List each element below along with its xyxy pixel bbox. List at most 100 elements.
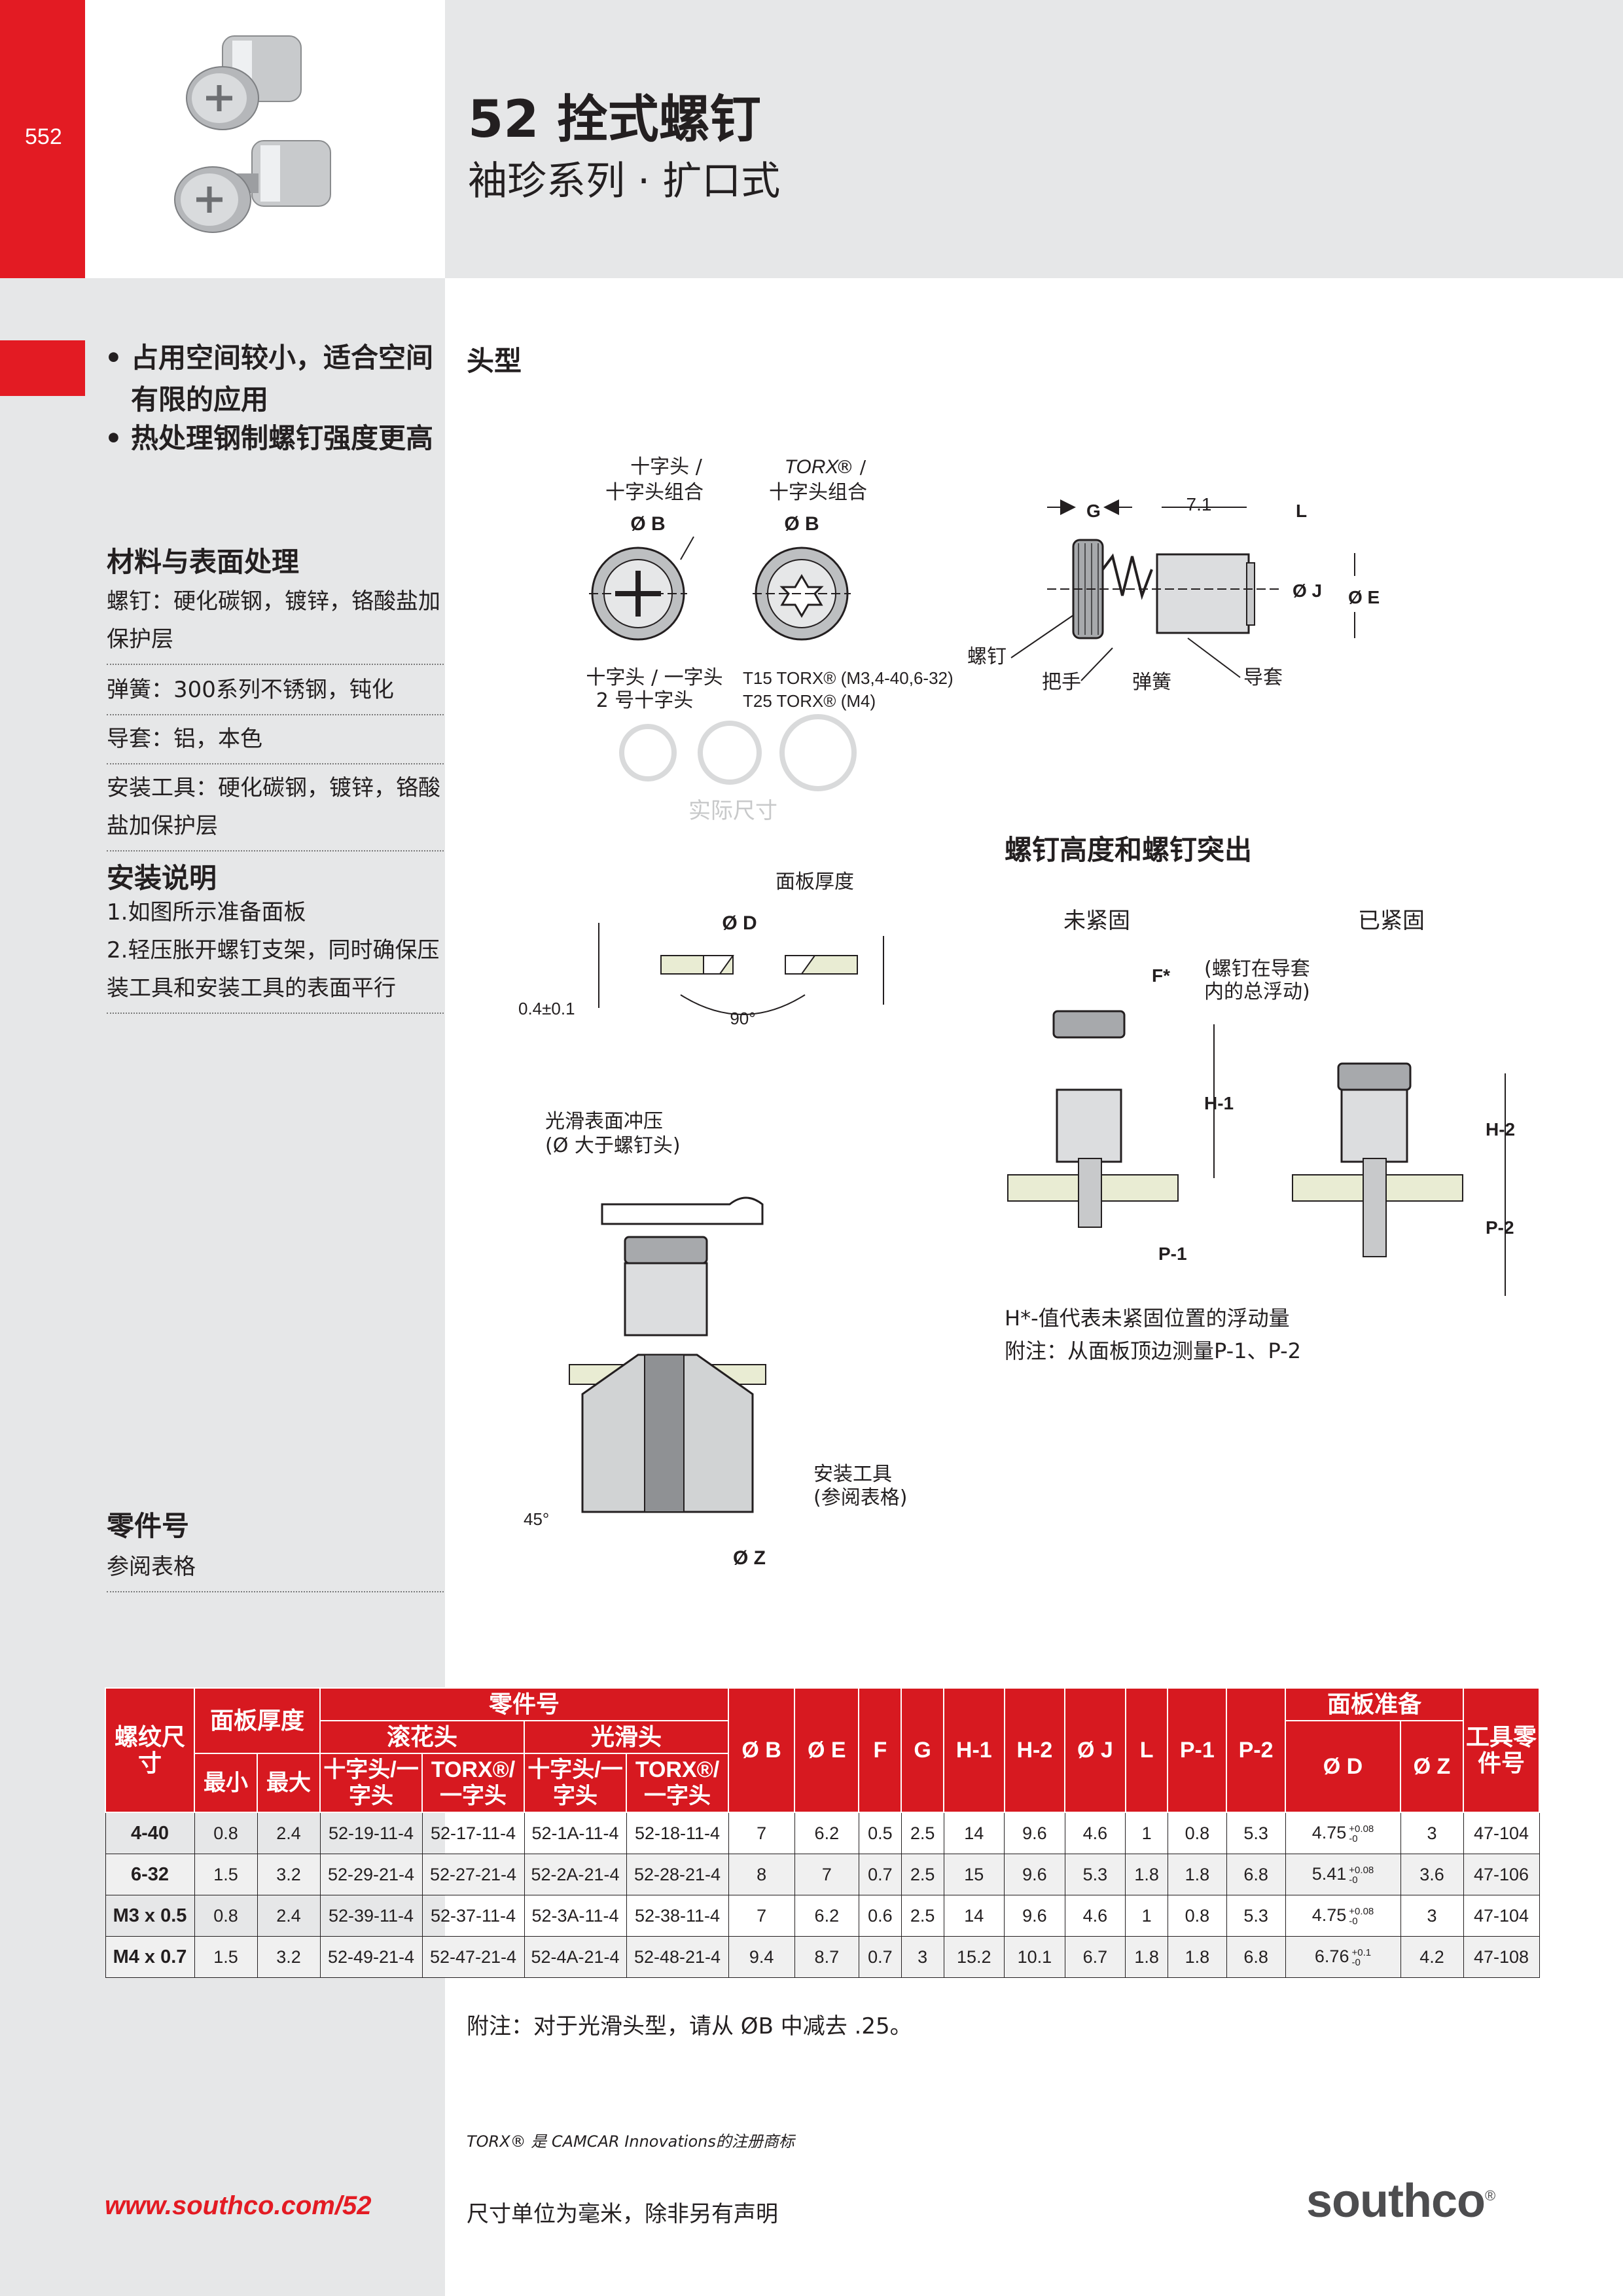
feature-item: •占用空间较小，适合空间有限的应用 [105,342,434,416]
col-smooth-torx: TORX®/一字头 [626,1753,729,1813]
col-smooth-cross: 十字头/一字头 [524,1753,627,1813]
svg-text:把手: 把手 [1042,671,1081,694]
svg-text:L: L [1296,501,1307,521]
col-P2: P-2 [1226,1687,1286,1813]
svg-text:7.1: 7.1 [1186,494,1212,514]
svg-text:2 号十字头: 2 号十字头 [596,689,694,712]
col-min: 最小 [194,1753,258,1813]
col-L: L [1124,1687,1169,1813]
col-knurled-cross: 十字头/一字头 [319,1753,423,1813]
svg-text:十字头 /: 十字头 / [630,456,703,478]
svg-text:T25 TORX® (M4): T25 TORX® (M4) [743,691,876,711]
red-feature-marker [0,340,85,396]
col-panel-prep: 面板准备 [1285,1687,1464,1721]
fastener-upper-image [186,35,302,130]
svg-text:面板厚度: 面板厚度 [776,870,854,893]
svg-text:实际尺寸: 实际尺寸 [688,798,777,824]
col-E: Ø E [794,1687,860,1813]
install-heading: 安装说明 [107,862,217,894]
height-protrusion-section: 螺钉高度和螺钉突出 未紧固 已紧固 F* (螺钉在导套 内的总浮动) H-1 P… [1005,834,1515,1363]
svg-text:内的总浮动): 内的总浮动) [1204,980,1310,1003]
product-image [85,0,445,278]
svg-text:H-2: H-2 [1486,1119,1515,1139]
material-item: 弹簧：300系列不锈钢，钝化 [107,671,444,715]
svg-text:Ø B: Ø B [630,513,665,535]
svg-text:90°: 90° [730,1009,755,1028]
material-item: 导套：铝，本色 [107,720,444,764]
svg-text:十字头组合: 十字头组合 [605,481,704,504]
svg-text:附注：从面板顶边测量P-1、P-2: 附注：从面板顶边测量P-1、P-2 [1005,1338,1301,1363]
svg-text:G: G [1086,501,1101,521]
svg-text:安装工具: 安装工具 [813,1463,892,1486]
svg-text:未紧固: 未紧固 [1063,908,1130,934]
installation-tool-drawing: 光滑表面冲压 (Ø 大于螺钉头) 安装工具 (参阅表格) 45° Ø Z [524,1110,907,1569]
svg-text:TORX: TORX [785,456,840,478]
col-P1: P-1 [1167,1687,1228,1813]
col-J: Ø J [1064,1687,1126,1813]
svg-text:Ø E: Ø E [1348,587,1380,607]
svg-text:十字头 / 一字头: 十字头 / 一字头 [586,666,722,689]
material-item: 安装工具：硬化碳钢，镀锌，铬酸盐加保护层 [107,769,444,852]
svg-text:T15 TORX® (M3,4-40,6-32): T15 TORX® (M3,4-40,6-32) [743,668,954,688]
svg-text:螺钉高度和螺钉突出: 螺钉高度和螺钉突出 [1005,834,1252,866]
svg-text:P-2: P-2 [1486,1217,1514,1238]
col-thread: 螺纹尺寸 [105,1687,195,1813]
svg-text:F*: F* [1152,965,1170,986]
specification-table: 螺纹尺寸 面板厚度 零件号 Ø B Ø E F G H-1 H-2 Ø J L … [105,1687,1540,1978]
svg-text:Ø D: Ø D [722,912,757,934]
materials-heading: 材料与表面处理 [107,546,300,578]
svg-text:光滑表面冲压: 光滑表面冲压 [545,1110,663,1133]
svg-text:Ø B: Ø B [784,513,819,535]
southco-logo: southco® [1306,2175,1495,2227]
svg-text:(Ø 大于螺钉头): (Ø 大于螺钉头) [545,1134,681,1157]
torx-head-view: TORX ® / 十字头组合 Ø B T15 TORX® (M3,4-40,6-… [743,456,954,711]
col-H2: H-2 [1003,1687,1066,1813]
page-number: 552 [25,124,62,149]
website-link[interactable]: www.southco.com/52 [105,2191,372,2220]
svg-text:® /: ® / [836,456,866,478]
page-title: 52 拴式螺钉 [468,90,761,149]
fastener-lower-image [174,140,331,233]
svg-text:导套: 导套 [1243,666,1283,689]
col-G: G [901,1687,945,1813]
col-H1: H-1 [943,1687,1005,1813]
table-note: 附注：对于光滑头型，请从 ØB 中减去 .25。 [467,2013,912,2039]
svg-text:弹簧: 弹簧 [1132,671,1171,694]
col-smooth: 光滑头 [524,1720,729,1754]
svg-text:已紧固: 已紧固 [1358,908,1425,934]
svg-text:P-1: P-1 [1158,1244,1187,1264]
svg-text:H*-值代表未紧固位置的浮动量: H*-值代表未紧固位置的浮动量 [1005,1306,1290,1331]
svg-text:Ø Z: Ø Z [733,1547,766,1569]
col-B: Ø B [727,1687,796,1813]
trademark-note: TORX® 是 CAMCAR Innovations的注册商标 [467,2132,794,2151]
page-subtitle: 袖珍系列 · 扩口式 [468,158,781,204]
fastener-side-view: G 7.1 L Ø J Ø E 螺钉 把手 弹簧 导套 [967,494,1380,694]
col-knurled: 滚花头 [319,1720,525,1754]
svg-text:(螺钉在导套: (螺钉在导套 [1204,958,1310,980]
partno-heading: 零件号 [107,1510,190,1542]
col-tool: 工具零件号 [1463,1687,1540,1813]
col-max: 最大 [257,1753,321,1813]
col-panel-thickness: 面板厚度 [194,1687,321,1754]
cross-head-view: 十字头 / 十字头组合 Ø B 十字头 / 一字头 2 号十字头 [586,456,722,712]
col-part-number: 零件号 [319,1687,729,1721]
svg-text:Ø J: Ø J [1293,581,1322,601]
col-knurled-torx: TORX®/一字头 [421,1753,525,1813]
feature-item: •热处理钢制螺钉强度更高 [105,422,434,454]
col-D: Ø D [1285,1720,1401,1813]
technical-drawing: 十字头 / 十字头组合 Ø B 十字头 / 一字头 2 号十字头 TORX ® … [518,456,1515,1569]
col-Z: Ø Z [1400,1720,1464,1813]
install-step: 1.如图所示准备面板 [107,899,306,925]
red-side-tab [0,0,85,278]
install-step: 2.轻压胀开螺钉支架，同时确保压装工具和安装工具的表面平行 [107,931,444,1014]
svg-text:45°: 45° [524,1509,549,1529]
col-F: F [858,1687,902,1813]
svg-text:十字头组合: 十字头组合 [769,481,867,504]
svg-text:H-1: H-1 [1204,1093,1234,1113]
actual-size-circles: 实际尺寸 [619,714,857,824]
partno-text: 参阅表格 [107,1548,444,1592]
svg-text:螺钉: 螺钉 [967,645,1007,668]
